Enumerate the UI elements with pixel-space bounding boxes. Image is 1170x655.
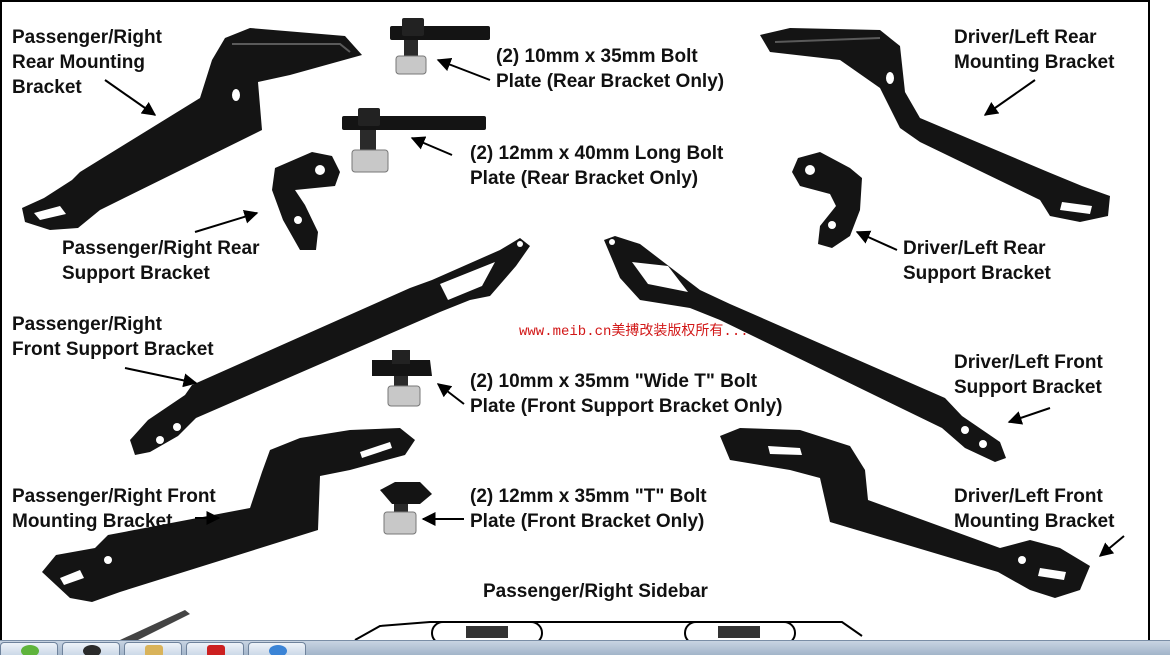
label-bolt-plate-10x35: (2) 10mm x 35mm Bolt Plate (Rear Bracket… — [496, 46, 725, 92]
browser-icon — [269, 645, 287, 655]
driver-front-mounting-bracket — [720, 428, 1090, 598]
taskbar-item-1[interactable] — [0, 642, 58, 655]
green-app-icon — [21, 645, 39, 655]
label-bolt-plate-12x40: (2) 12mm x 40mm Long Bolt Plate (Rear Br… — [470, 143, 724, 189]
taskbar-item-3[interactable] — [124, 642, 182, 655]
taskbar-item-5[interactable] — [248, 642, 306, 655]
folder-icon — [145, 645, 163, 655]
passenger-front-mounting-bracket — [42, 428, 415, 602]
passenger-rear-mounting-bracket — [22, 28, 362, 230]
tool-handle — [120, 610, 190, 646]
bolt-plate-t — [380, 482, 432, 535]
driver-rear-support-bracket — [792, 152, 862, 248]
label-driver-rear-support-bracket: Driver/Left Rear Support Bracket — [903, 238, 1051, 284]
label-passenger-rear-mounting-bracket: Passenger/Right Rear Mounting Bracket — [12, 27, 162, 98]
label-passenger-front-mounting-bracket: Passenger/Right Front Mounting Bracket — [12, 486, 216, 532]
label-passenger-rear-support-bracket: Passenger/Right Rear Support Bracket — [62, 238, 260, 284]
watermark: www.meib.cn美搏改装版权所有... — [519, 324, 749, 340]
label-driver-front-support-bracket: Driver/Left Front Support Bracket — [954, 352, 1103, 398]
passenger-rear-support-bracket — [272, 152, 340, 250]
passenger-front-support-bracket — [130, 238, 530, 455]
passenger-sidebar — [354, 621, 863, 645]
callout-arrows — [104, 57, 1125, 557]
taskbar-item-2[interactable] — [62, 642, 120, 655]
driver-rear-mounting-bracket — [760, 28, 1110, 222]
label-bolt-plate-t: (2) 12mm x 35mm "T" Bolt Plate (Front Br… — [470, 486, 707, 532]
bolt-plate-wide-t — [372, 350, 432, 407]
label-bolt-plate-wide-t: (2) 10mm x 35mm "Wide T" Bolt Plate (Fro… — [470, 371, 783, 417]
taskbar-item-4[interactable] — [186, 642, 244, 655]
label-passenger-sidebar: Passenger/Right Sidebar — [483, 581, 708, 602]
driver-front-support-bracket — [604, 236, 1006, 462]
taskbar — [0, 640, 1170, 655]
black-app-icon — [83, 645, 101, 655]
bolt-plate-10x35 — [390, 18, 490, 75]
red-app-icon — [207, 645, 225, 655]
label-passenger-front-support-bracket: Passenger/Right Front Support Bracket — [12, 314, 214, 360]
bolt-plate-12x40 — [342, 108, 486, 173]
label-driver-rear-mounting-bracket: Driver/Left Rear Mounting Bracket — [954, 27, 1115, 73]
label-driver-front-mounting-bracket: Driver/Left Front Mounting Bracket — [954, 486, 1115, 532]
